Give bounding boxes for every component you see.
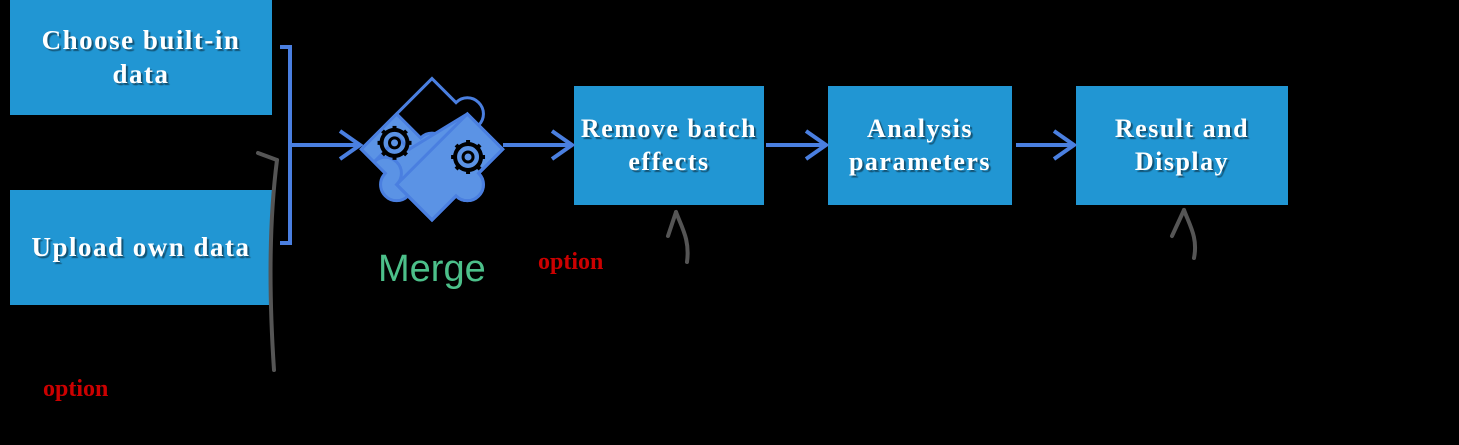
annotation-option-batch: option bbox=[538, 249, 604, 275]
bracket-grouping-icon bbox=[280, 45, 292, 245]
node-label-remove-batch-effects: Remove batch effects bbox=[580, 114, 758, 176]
node-result-and-display[interactable]: Result and Display bbox=[1076, 86, 1288, 205]
arrow-right-icon-merge-to-batch bbox=[503, 129, 576, 161]
node-upload-own-data[interactable]: Upload own data bbox=[10, 190, 272, 305]
puzzle-pieces-gears-icon bbox=[359, 76, 505, 223]
curved-pointer-icon-option-batch bbox=[666, 210, 690, 264]
gear-icon-left bbox=[377, 125, 412, 160]
annotation-option-upload: option bbox=[43, 376, 109, 402]
node-remove-batch-effects[interactable]: Remove batch effects bbox=[574, 86, 764, 205]
gear-icon-right bbox=[451, 140, 486, 174]
node-label-upload-own-data: Upload own data bbox=[31, 231, 251, 262]
node-label-result-and-display: Result and Display bbox=[1114, 114, 1250, 176]
node-label-analysis-parameters: Analysis parameters bbox=[848, 114, 992, 176]
arrow-right-icon-batch-to-analysis bbox=[766, 129, 830, 161]
curved-pointer-icon-result bbox=[1170, 208, 1197, 260]
node-label-choose-builtin-data: Choose built-in data bbox=[41, 25, 241, 89]
arrow-right-icon-bracket-to-merge bbox=[290, 129, 364, 161]
arrow-right-icon-analysis-to-result bbox=[1016, 129, 1078, 161]
node-choose-builtin-data[interactable]: Choose built-in data bbox=[10, 0, 272, 115]
merge-label: Merge bbox=[378, 248, 486, 290]
node-analysis-parameters[interactable]: Analysis parameters bbox=[828, 86, 1012, 205]
